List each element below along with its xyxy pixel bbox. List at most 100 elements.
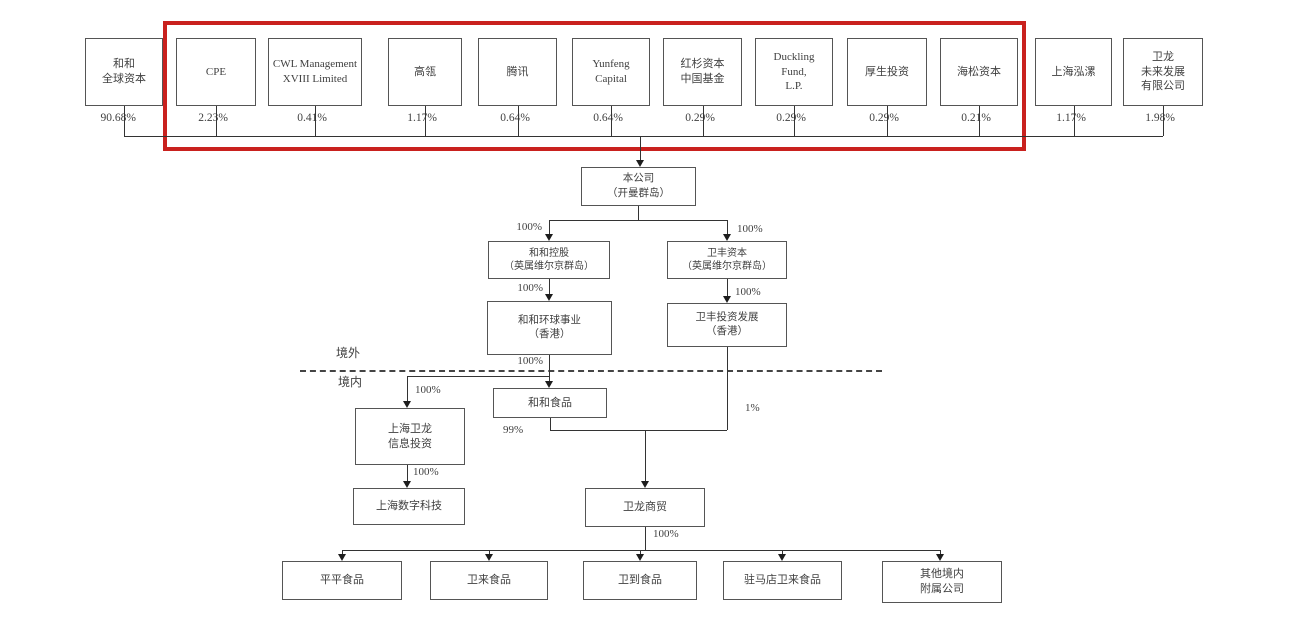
pct-cpe: 2.23% <box>198 112 228 124</box>
connector <box>611 106 613 136</box>
label-weilong-trading-pct-1: 1% <box>745 402 760 414</box>
connector <box>549 355 551 381</box>
node-haisong-capital: 海松资本 <box>940 38 1018 106</box>
connector <box>727 220 729 234</box>
connector <box>407 376 549 378</box>
connector <box>549 279 551 294</box>
offshore-label: 境外 <box>336 346 361 360</box>
node-weilong-future-development: 卫龙 未来发展 有限公司 <box>1123 38 1203 106</box>
connector <box>549 220 727 222</box>
connector <box>550 430 727 432</box>
node-tencent: 腾讯 <box>478 38 557 106</box>
arrow-head <box>636 160 644 167</box>
connector <box>727 347 729 430</box>
pct-yunfeng-capital: 0.64% <box>593 112 623 124</box>
connector <box>1163 106 1165 136</box>
connector <box>315 106 317 136</box>
connector <box>640 136 642 160</box>
pct-hillhouse: 1.17% <box>407 112 437 124</box>
connector <box>703 106 705 136</box>
arrow-head <box>338 554 346 561</box>
connector <box>489 550 491 556</box>
offshore-onshore-divider <box>300 370 882 372</box>
connector <box>407 376 409 401</box>
arrow-head <box>723 234 731 241</box>
node-company: 本公司 （开曼群岛） <box>581 167 696 206</box>
node-sequoia-china-fund: 红杉资本 中国基金 <box>663 38 742 106</box>
connector <box>550 418 552 430</box>
node-weilong-trading: 卫龙商贸 <box>585 488 705 527</box>
node-pingping-food: 平平食品 <box>282 561 402 600</box>
node-weidao-food: 卫到食品 <box>583 561 697 600</box>
pct-hehe-global-capital: 90.68% <box>100 112 136 124</box>
arrow-head <box>723 296 731 303</box>
node-hehe-global-enterprise-hk: 和和环球事业 （香港） <box>487 301 612 355</box>
label-subsidiaries-pct: 100% <box>653 528 679 540</box>
label-hehe-holdings-pct: 100% <box>516 221 542 233</box>
arrow-head <box>936 554 944 561</box>
connector <box>794 106 796 136</box>
node-shanghai-hongluo: 上海泓漯 <box>1035 38 1112 106</box>
onshore-label: 境内 <box>338 375 363 389</box>
pct-duckling-fund: 0.29% <box>776 112 806 124</box>
connector <box>640 550 642 556</box>
node-weifeng-capital-bvi: 卫丰资本 （英属维尔京群岛） <box>667 241 787 279</box>
label-hehe-food-pct: 100% <box>517 355 543 367</box>
node-hehe-global-capital: 和和 全球资本 <box>85 38 163 106</box>
connector <box>216 106 218 136</box>
label-weilong-trading-pct-99: 99% <box>503 424 524 436</box>
arrow-head <box>778 554 786 561</box>
arrow-head <box>403 481 411 488</box>
connector <box>124 106 126 136</box>
connector <box>782 550 784 556</box>
connector <box>638 206 640 220</box>
arrow-head <box>545 381 553 388</box>
node-zhumadian-weilai-food: 驻马店卫来食品 <box>723 561 842 600</box>
connector <box>518 106 520 136</box>
pct-sequoia-china-fund: 0.29% <box>685 112 715 124</box>
node-weifeng-investment-hk: 卫丰投资发展 （香港） <box>667 303 787 347</box>
node-yunfeng-capital: Yunfeng Capital <box>572 38 650 106</box>
arrow-head <box>636 554 644 561</box>
label-weifeng-investment-pct: 100% <box>735 286 761 298</box>
node-other-domestic-subsidiaries: 其他境内 附属公司 <box>882 561 1002 603</box>
connector <box>425 106 427 136</box>
node-shanghai-weilong-info: 上海卫龙 信息投资 <box>355 408 465 465</box>
pct-weilong-future-development: 1.98% <box>1145 112 1175 124</box>
connector <box>645 430 647 481</box>
pct-cwl-management: 0.41% <box>297 112 327 124</box>
label-shanghai-digital-pct: 100% <box>413 466 439 478</box>
connector <box>1074 106 1076 136</box>
red-highlight-box <box>163 21 1026 151</box>
arrow-head <box>641 481 649 488</box>
connector <box>940 550 942 556</box>
node-hillhouse: 高瓴 <box>388 38 462 106</box>
label-weifeng-capital-pct: 100% <box>737 223 763 235</box>
connector <box>887 106 889 136</box>
arrow-head <box>485 554 493 561</box>
connector <box>979 106 981 136</box>
arrow-head <box>403 401 411 408</box>
label-shanghai-weilong-info-pct: 100% <box>415 384 441 396</box>
pct-tencent: 0.64% <box>500 112 530 124</box>
node-hehe-holdings: 和和控股 （英属维尔京群岛） <box>488 241 610 279</box>
arrow-head <box>545 234 553 241</box>
node-cpe: CPE <box>176 38 256 106</box>
pct-haisong-capital: 0.21% <box>961 112 991 124</box>
node-hehe-food: 和和食品 <box>493 388 607 418</box>
pct-shanghai-hongluo: 1.17% <box>1056 112 1086 124</box>
node-duckling-fund: Duckling Fund, L.P. <box>755 38 833 106</box>
connector <box>407 465 409 481</box>
node-shanghai-digital-tech: 上海数字科技 <box>353 488 465 525</box>
connector <box>727 279 729 296</box>
node-housheng-investment: 厚生投资 <box>847 38 927 106</box>
pct-housheng-investment: 0.29% <box>869 112 899 124</box>
connector <box>549 220 551 234</box>
label-hehe-global-pct: 100% <box>517 282 543 294</box>
arrow-head <box>545 294 553 301</box>
node-cwl-management: CWL Management XVIII Limited <box>268 38 362 106</box>
connector-bus <box>124 136 1163 138</box>
node-weilai-food: 卫来食品 <box>430 561 548 600</box>
connector <box>342 550 344 556</box>
